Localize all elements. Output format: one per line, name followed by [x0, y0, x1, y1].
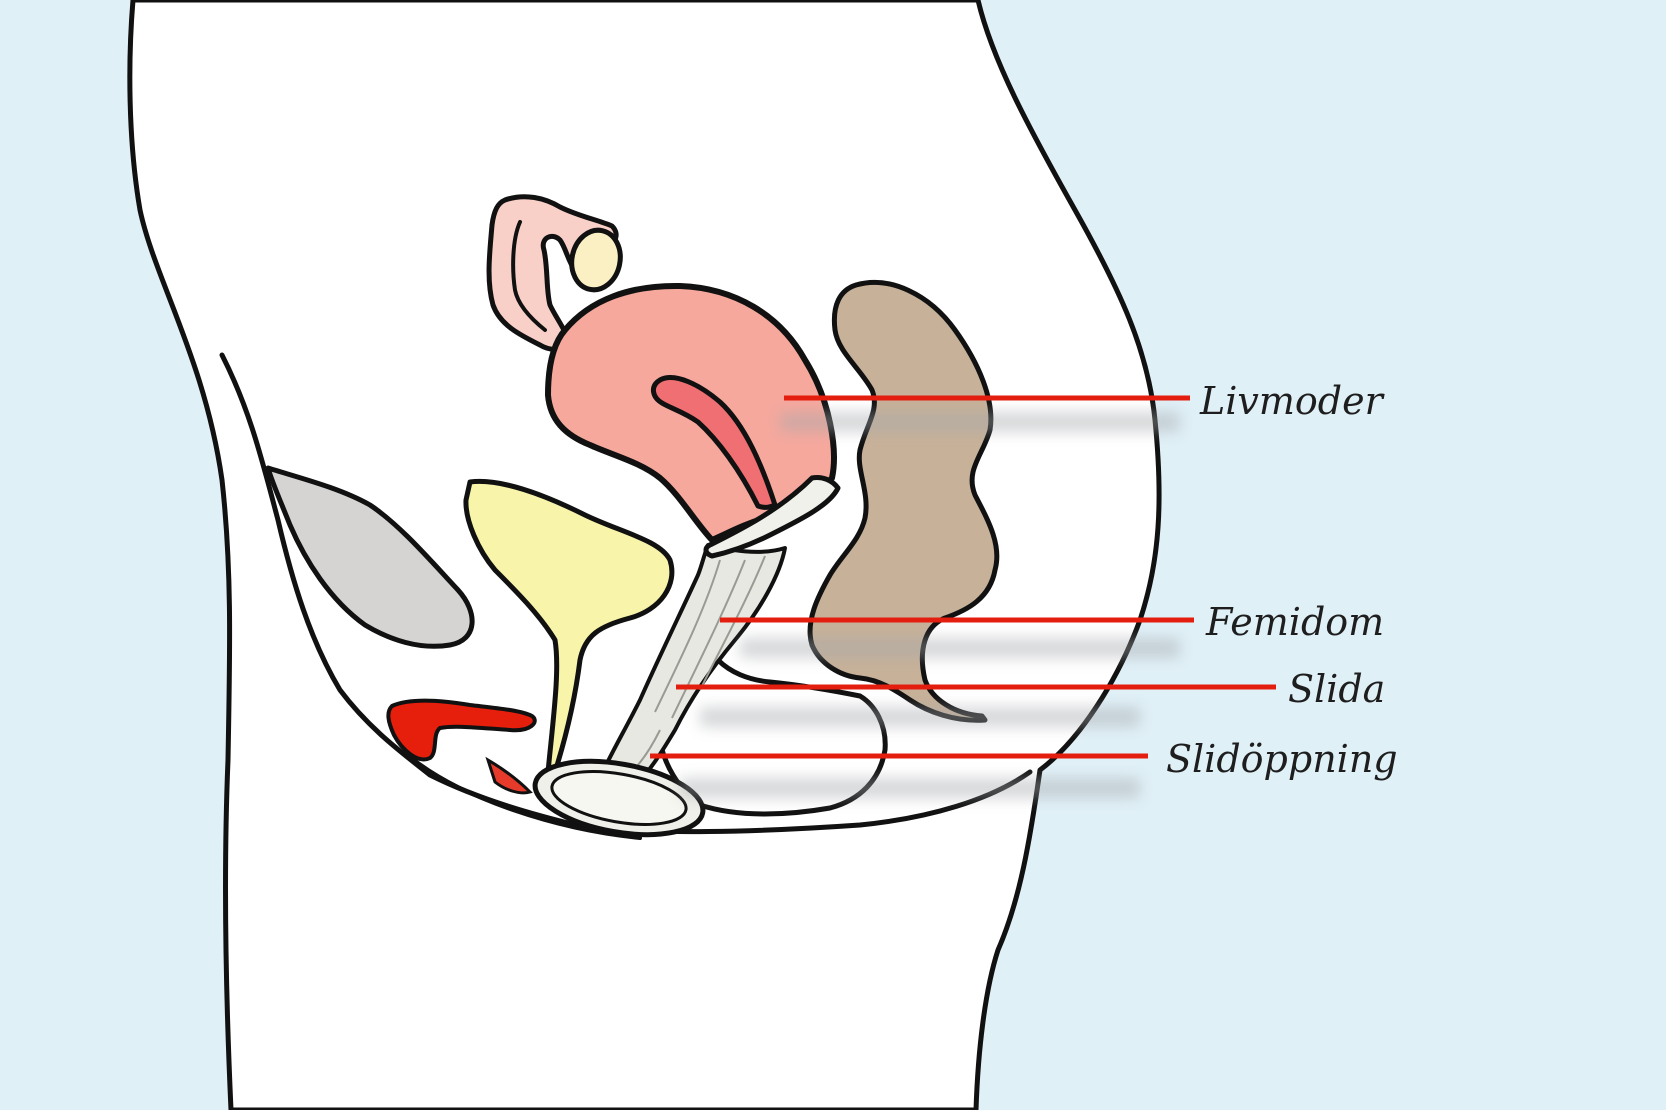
- ovary: [569, 227, 623, 293]
- femidom-fold-2: [671, 559, 746, 719]
- pubic-bone: [265, 465, 475, 649]
- femidom-sleeve: [598, 543, 787, 782]
- femidom-outer-ring-inner: [550, 770, 688, 826]
- labia: [485, 756, 533, 795]
- leader-shadows: [680, 412, 1180, 798]
- shadow-femidom: [740, 638, 1180, 658]
- label-femidom: Femidom: [1206, 600, 1385, 644]
- uterine-cavity: [651, 375, 778, 510]
- label-livmoder: Livmoder: [1200, 379, 1383, 423]
- shadow-slidoppning: [680, 778, 1140, 798]
- fallopian-tube-inner: [511, 220, 547, 332]
- shadow-slida: [700, 707, 1140, 727]
- clitoris: [386, 698, 537, 762]
- label-slidoppning: Slidöppning: [1166, 737, 1398, 781]
- pelvic-contour: [219, 352, 1033, 835]
- perineum-contour: [402, 750, 642, 840]
- bladder: [463, 478, 675, 775]
- femidom-inner-ring: [703, 475, 841, 559]
- label-slida: Slida: [1288, 667, 1386, 711]
- shadow-livmoder: [780, 412, 1180, 432]
- femidom-fold-1: [654, 559, 721, 713]
